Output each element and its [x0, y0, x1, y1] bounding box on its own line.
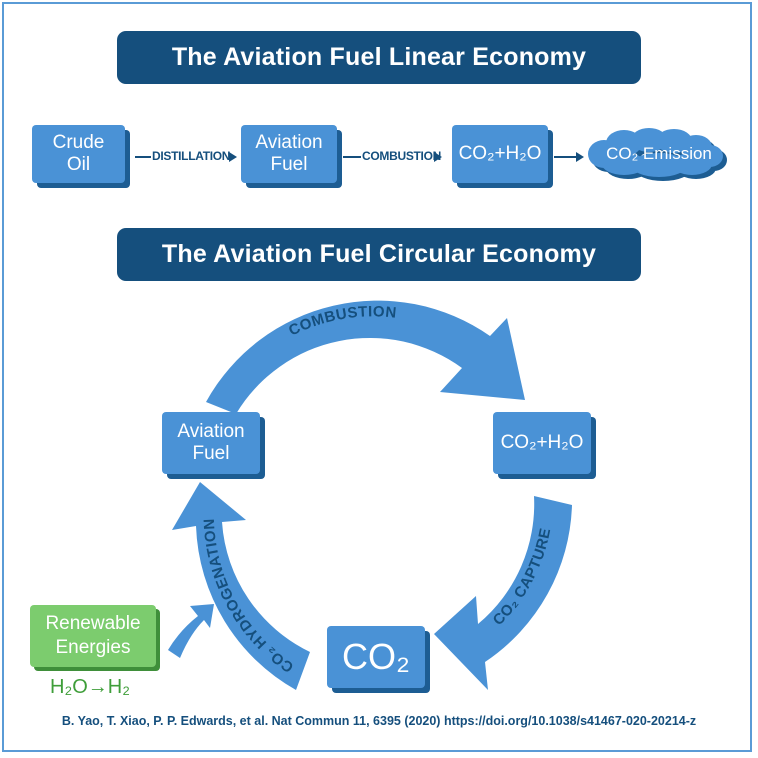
- energy-input-arrow: [168, 604, 214, 658]
- citation: B. Yao, T. Xiao, P. P. Edwards, et al. N…: [61, 714, 697, 728]
- arrow-line: [554, 156, 578, 158]
- frame-border: [2, 2, 752, 752]
- co2-h2o-circular-box: CO₂+H₂O: [493, 412, 591, 474]
- arrow-line: [135, 156, 151, 158]
- crude-oil-box: Crude Oil: [32, 125, 125, 183]
- aviation-fuel-circular-box: Aviation Fuel: [162, 412, 260, 474]
- combustion-arrow: [206, 300, 525, 414]
- co2-box: CO₂: [327, 626, 425, 688]
- co2-h2o-linear-box: CO₂+H₂O: [452, 125, 548, 183]
- hydrogenation-arrow: [172, 482, 310, 690]
- arrow-right-icon: [229, 152, 237, 162]
- cloud-icon: [588, 128, 727, 181]
- co2-emission-label: CO₂ Emission: [606, 144, 712, 163]
- capture-arrow: [434, 496, 572, 690]
- h2o-to-h2-label: H₂O→H₂: [50, 676, 130, 698]
- arrow-right-icon: [576, 152, 584, 162]
- distillation-label: DISTILLATION: [152, 149, 231, 163]
- circular-title: The Aviation Fuel Circular Economy: [117, 228, 641, 281]
- arrow-right-icon: [434, 152, 442, 162]
- arrow-line: [343, 156, 361, 158]
- renewable-energies-box: Renewable Energies: [30, 605, 156, 667]
- combustion-linear-label: COMBUSTION: [362, 149, 441, 163]
- aviation-fuel-linear-box: Aviation Fuel: [241, 125, 337, 183]
- linear-title: The Aviation Fuel Linear Economy: [117, 31, 641, 84]
